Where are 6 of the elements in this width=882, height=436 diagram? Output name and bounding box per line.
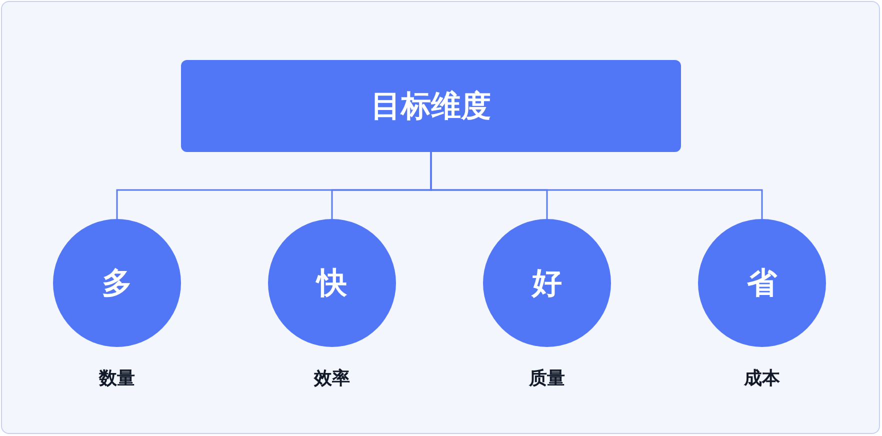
node-caption: 成本 xyxy=(742,367,781,390)
node-caption: 质量 xyxy=(528,367,566,390)
connector-line xyxy=(430,152,763,219)
title-box: 目标维度 xyxy=(181,60,681,152)
node-caption: 效率 xyxy=(312,367,351,390)
node-caption: 数量 xyxy=(98,367,136,390)
